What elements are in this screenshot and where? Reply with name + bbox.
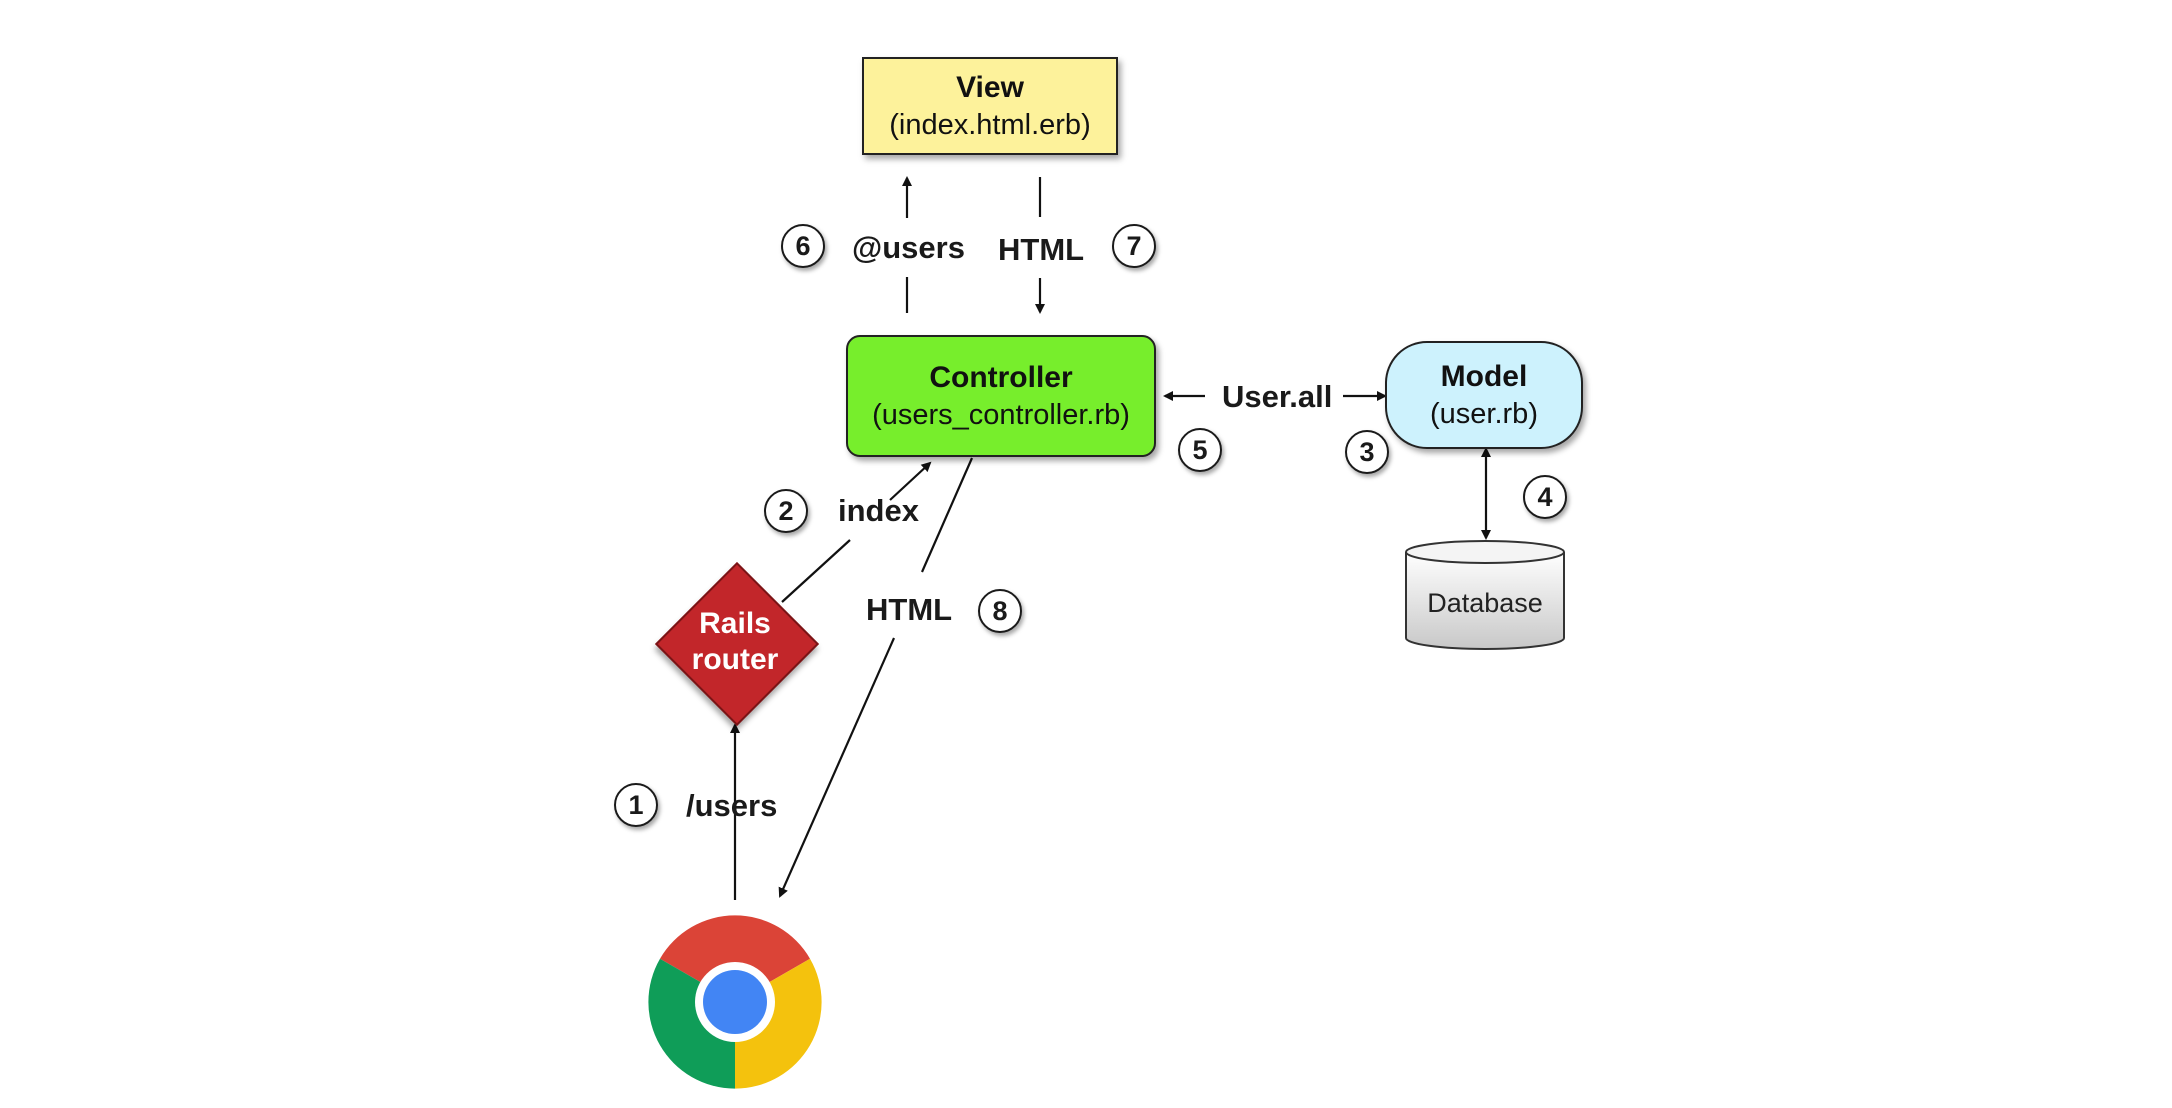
controller-node: Controller (users_controller.rb) <box>846 335 1156 457</box>
route-label: index <box>838 493 919 528</box>
request-label: /users <box>686 788 778 823</box>
view-title: View <box>956 71 1024 105</box>
model-node: Model (user.rb) <box>1385 341 1583 449</box>
assign-label: @users <box>852 230 965 265</box>
database-cylinder-icon <box>1405 540 1565 650</box>
router-node: Rails router <box>654 561 820 727</box>
chrome-browser-icon <box>648 915 822 1089</box>
model-title: Model <box>1440 360 1528 394</box>
view-node: View (index.html.erb) <box>862 57 1118 155</box>
route-arrow-lower <box>781 539 851 603</box>
step-2-badge: 2 <box>764 489 808 533</box>
controller-title: Controller <box>929 361 1073 395</box>
step-5-badge: 5 <box>1178 428 1222 472</box>
database-label: Database <box>1427 588 1543 618</box>
router-label-line1: Rails <box>699 607 771 640</box>
step-3-badge: 3 <box>1345 430 1389 474</box>
route-arrow-upper <box>889 461 932 501</box>
model-subtitle: (user.rb) <box>1430 397 1538 430</box>
response-arrow-upper <box>920 457 974 573</box>
database-node: Database <box>1400 538 1570 658</box>
response-arrow-lower <box>778 637 896 898</box>
step-7-badge: 7 <box>1112 224 1156 268</box>
query-label: User.all <box>1222 379 1333 414</box>
response-label: HTML <box>866 592 953 627</box>
controller-subtitle: (users_controller.rb) <box>872 398 1130 431</box>
step-6-badge: 6 <box>781 224 825 268</box>
step-1-badge: 1 <box>614 783 658 827</box>
router-label-line2: router <box>691 643 779 676</box>
render-label: HTML <box>998 232 1085 267</box>
step-4-badge: 4 <box>1523 475 1567 519</box>
step-8-badge: 8 <box>978 589 1022 633</box>
view-subtitle: (index.html.erb) <box>889 108 1091 141</box>
